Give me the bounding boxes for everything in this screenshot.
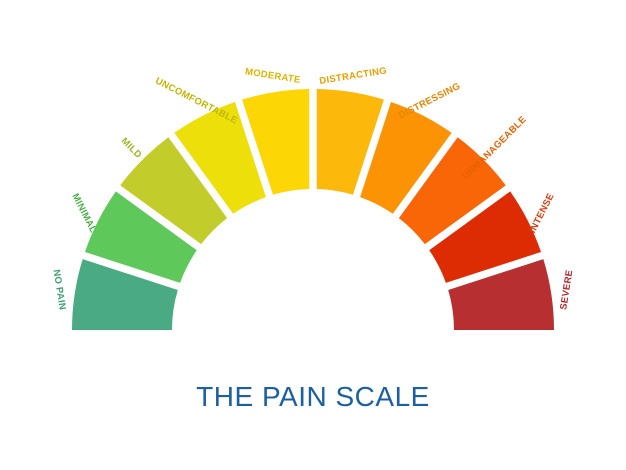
segment-severe — [448, 259, 554, 330]
label-minimal: MINIMAL — [69, 192, 98, 235]
segment-no-pain — [72, 259, 178, 330]
label-severe: SEVERE — [558, 269, 575, 311]
segment-mild — [120, 137, 228, 245]
segment-minimal — [84, 191, 197, 283]
label-moderate: MODERATE — [244, 66, 301, 86]
page-title: THE PAIN SCALE — [196, 381, 430, 412]
label-mild: MILD — [119, 136, 144, 161]
gauge-segments — [72, 89, 554, 330]
label-intense: INTENSE — [527, 192, 556, 236]
label-uncomfortable: UNCOMFORTABLE — [153, 76, 239, 127]
segment-distracting — [316, 89, 384, 195]
label-no-pain: NO PAIN — [51, 269, 68, 311]
segment-unmanageable — [398, 137, 506, 245]
segment-intense — [429, 191, 542, 283]
segment-distressing — [360, 101, 452, 214]
label-distracting: DISTRACTING — [319, 65, 388, 87]
segment-uncomfortable — [174, 101, 266, 214]
segment-moderate — [242, 89, 310, 195]
label-distressing: DISTRESSING — [397, 81, 462, 122]
